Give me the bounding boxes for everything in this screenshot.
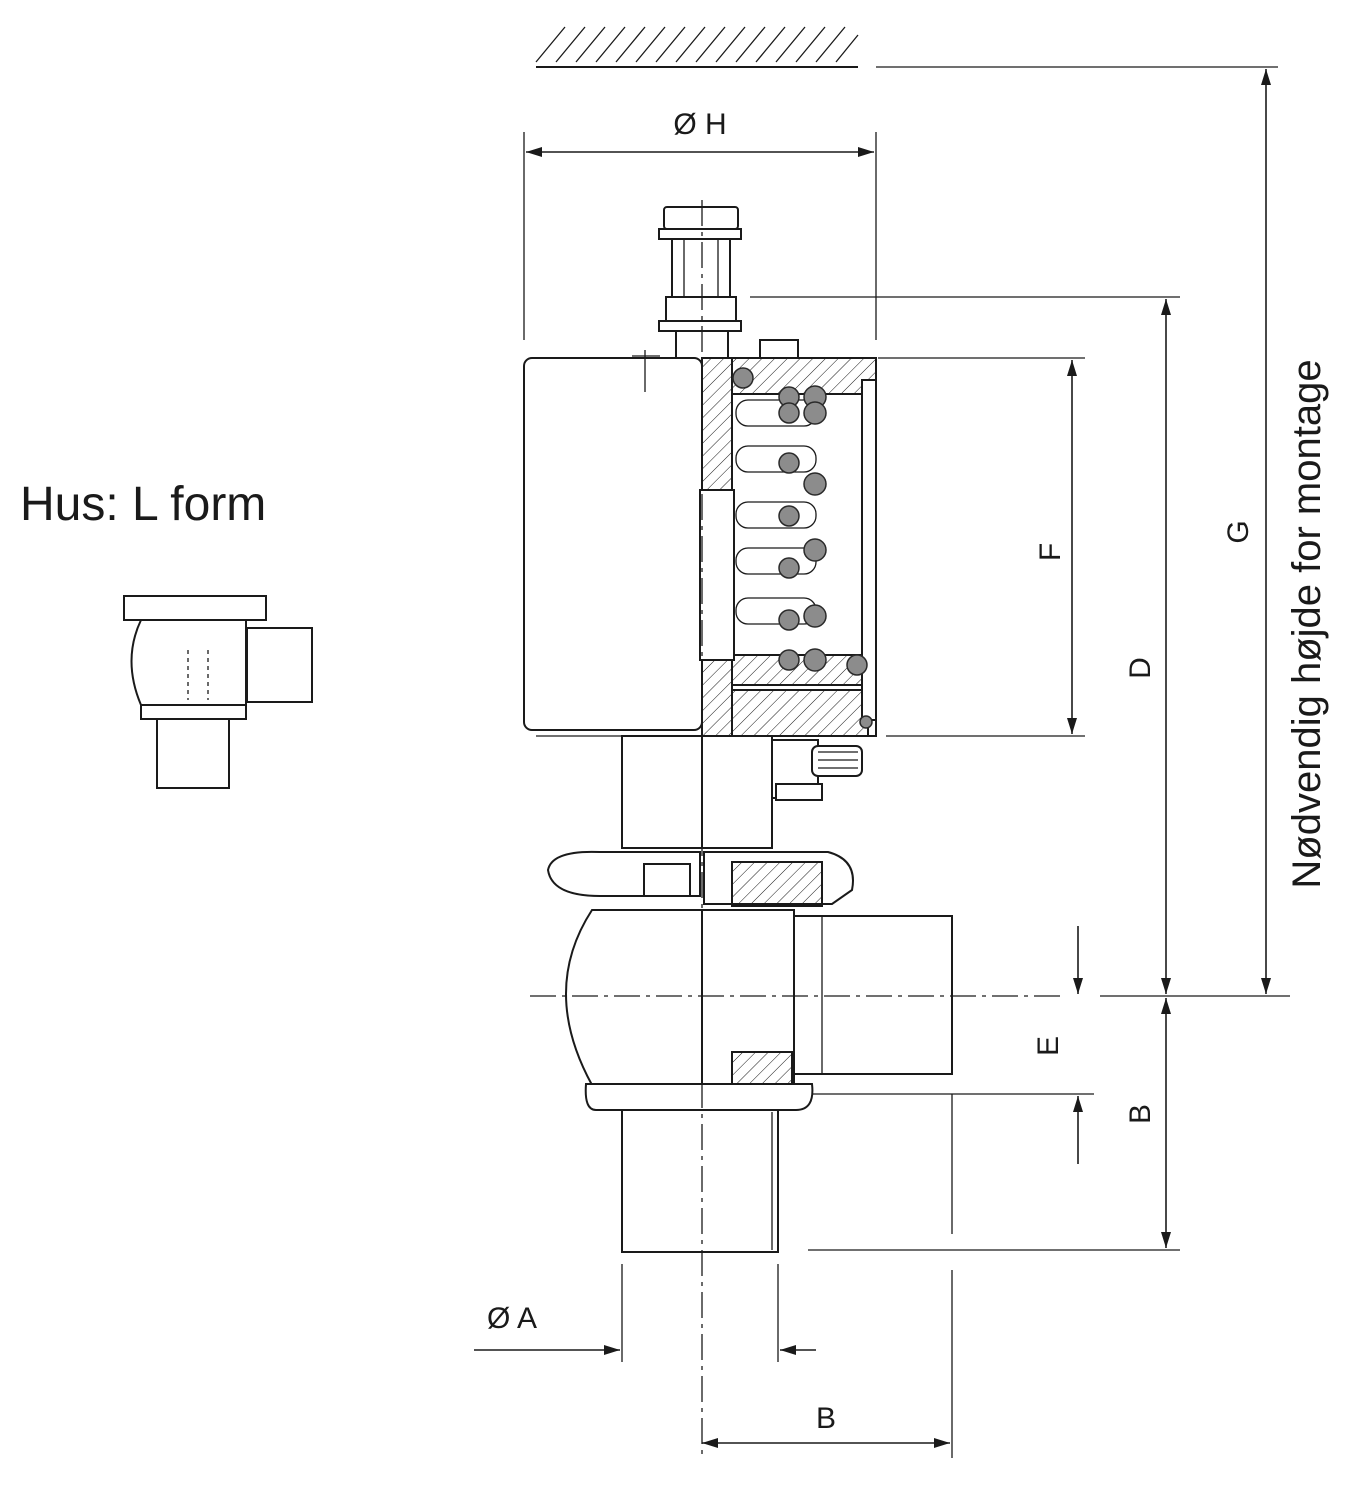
valve-assembly (523, 200, 1060, 1460)
dimension-label-e: E (1032, 1036, 1065, 1056)
required-mounting-height-label: Nødvendig højde for montage (1285, 359, 1329, 888)
housing-caption: Hus: L form (20, 478, 266, 531)
l-form-housing-sketch (123, 595, 313, 789)
dimension-label-d: D (1124, 657, 1157, 679)
dimension-label-dia-h: Ø H (673, 108, 726, 141)
spring-coils (732, 367, 873, 729)
ceiling-hatch (535, 26, 859, 68)
dimension-label-b-side: B (1124, 1104, 1157, 1124)
dimension-lines (474, 66, 1290, 1458)
dimension-label-b-bottom: B (816, 1402, 836, 1435)
dimension-label-g: G (1222, 520, 1255, 543)
dimension-label-dia-a: Ø A (487, 1302, 537, 1335)
dimension-label-f: F (1034, 543, 1067, 561)
